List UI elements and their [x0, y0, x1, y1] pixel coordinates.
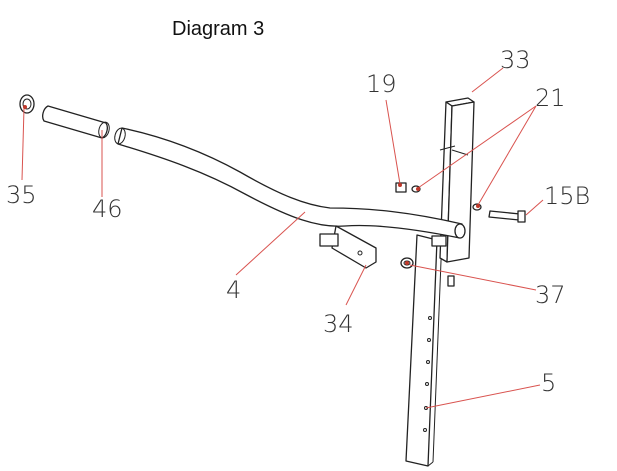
leader-19 — [385, 99, 401, 185]
leader-dot-35 — [23, 105, 27, 109]
callout-33: 33 — [500, 46, 531, 74]
callout-labels: 33 19 21 15B 35 46 4 34 37 5 — [6, 46, 590, 397]
leader-21b — [477, 105, 537, 206]
part-35-end-cap — [19, 94, 35, 114]
leader-4 — [235, 211, 306, 276]
part-5-lower-tube — [405, 234, 455, 467]
leader-21a — [417, 105, 537, 189]
part-34-bracket — [319, 225, 377, 269]
callout-46: 46 — [92, 195, 123, 223]
part-4-handlebar — [114, 127, 466, 239]
leader-15b — [525, 199, 544, 216]
callout-35: 35 — [6, 181, 37, 209]
callout-15b: 15B — [544, 182, 590, 210]
leader-dot-21a — [416, 187, 420, 191]
leader-lines — [21, 67, 544, 409]
leader-5 — [425, 384, 541, 409]
part-15b-bolt — [488, 210, 526, 223]
diagram-title: Diagram 3 — [172, 18, 265, 40]
callout-37: 37 — [535, 281, 566, 309]
callout-4: 4 — [226, 276, 241, 304]
callout-5: 5 — [541, 369, 556, 397]
leader-dot-21b — [476, 204, 480, 208]
leader-34 — [345, 264, 367, 306]
part-33-upper-tube — [431, 97, 475, 263]
callout-19: 19 — [366, 70, 397, 98]
leader-dot-37 — [405, 261, 409, 265]
leader-33 — [471, 67, 504, 93]
callout-34: 34 — [323, 310, 354, 338]
leader-37 — [409, 264, 537, 291]
leader-dot-19 — [398, 183, 402, 187]
leader-35 — [21, 107, 25, 181]
part-46-grip-foam — [42, 105, 110, 139]
part-19-knob — [395, 182, 407, 193]
callout-21: 21 — [535, 84, 566, 112]
